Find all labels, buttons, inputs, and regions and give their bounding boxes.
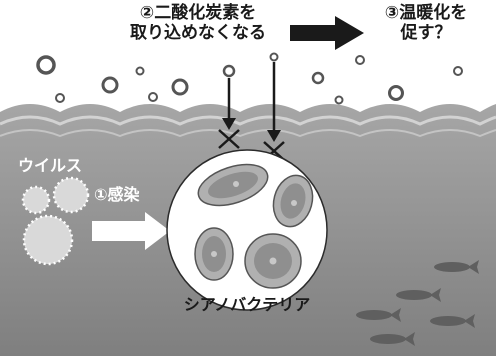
bubble-icon bbox=[388, 85, 404, 101]
co2-uptake-label: ②二酸化炭素を 取り込めなくなる bbox=[108, 3, 288, 43]
bubble-icon bbox=[135, 66, 145, 76]
bubble-icon bbox=[148, 92, 158, 102]
fish-icon bbox=[356, 308, 401, 322]
fish-icon bbox=[396, 288, 441, 302]
virus-icon bbox=[21, 185, 51, 215]
co2-label-line1: ②二酸化炭素を bbox=[139, 3, 257, 23]
warming-label: ③温暖化を 促す？ bbox=[366, 3, 486, 43]
bubble-icon bbox=[171, 78, 189, 96]
arrow-right-icon bbox=[92, 212, 170, 250]
bubble-icon bbox=[334, 95, 344, 105]
fish-icon bbox=[434, 260, 479, 274]
cross-mark-icon bbox=[218, 129, 240, 149]
virus-icon bbox=[22, 214, 74, 266]
arrow-right-icon bbox=[290, 16, 364, 50]
wave-crest-line bbox=[0, 115, 496, 126]
inner-cell-icon bbox=[244, 233, 302, 289]
inner-cell-icon bbox=[272, 174, 314, 228]
bubble-icon bbox=[222, 64, 236, 78]
warming-label-line2: 促す？ bbox=[400, 22, 452, 43]
inner-cell-group bbox=[194, 163, 314, 289]
virus-group bbox=[21, 176, 90, 266]
bubble-icon bbox=[453, 66, 463, 76]
virus-label: ウイルス bbox=[18, 156, 83, 175]
cyanobacteria-label: シアノバクテリア bbox=[183, 295, 311, 314]
inner-cell-icon bbox=[197, 163, 269, 207]
fish-school bbox=[356, 260, 479, 346]
co2-uptake-arrows bbox=[222, 62, 281, 142]
bubble-icon bbox=[101, 76, 119, 94]
inner-cell-icon bbox=[194, 227, 234, 281]
bubble-icon bbox=[311, 71, 325, 85]
fish-icon bbox=[370, 332, 415, 346]
infection-label: ①感染 bbox=[94, 185, 140, 204]
co2-label-line2: 取り込めなくなる bbox=[130, 22, 266, 43]
warming-label-line1: ③温暖化を bbox=[384, 3, 468, 23]
bubble-icon bbox=[55, 93, 65, 103]
virus-icon bbox=[52, 176, 90, 214]
bubble-icon bbox=[36, 55, 56, 75]
co2-bubbles bbox=[36, 52, 463, 105]
fish-icon bbox=[430, 314, 475, 328]
bubble-icon bbox=[355, 55, 365, 65]
bubble-icon bbox=[269, 52, 279, 62]
